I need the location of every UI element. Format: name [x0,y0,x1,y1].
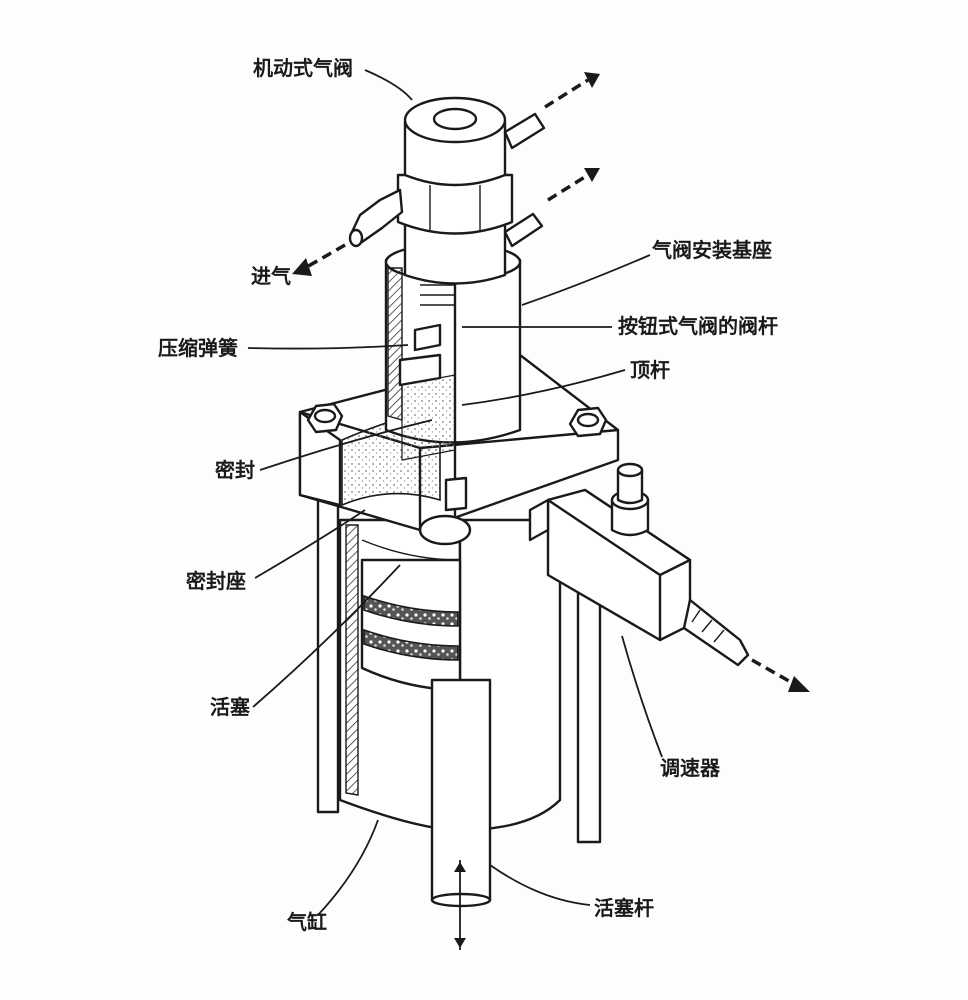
label-speed-regulator: 调速器 [660,756,720,780]
speed-regulator [528,462,750,667]
label-seal: 密封 [215,458,255,482]
label-piston: 活塞 [210,695,250,719]
label-piston-rod: 活塞杆 [594,896,654,920]
label-compression-spring: 压缩弹簧 [158,336,238,360]
flow-arrows [292,72,810,692]
label-valve-mount-base: 气阀安装基座 [652,238,772,262]
label-air-inlet: 进气 [251,264,291,288]
label-push-rod: 顶杆 [630,358,670,382]
label-button-valve-stem: 按钮式气阀的阀杆 [618,314,778,338]
leader-lines [247,69,663,916]
bolts [306,402,608,438]
mechanical-air-valve [348,96,546,285]
label-mechanical-valve: 机动式气阀 [253,56,353,80]
piston [360,558,462,692]
piston-rod [430,678,492,950]
label-seal-seat: 密封座 [186,569,246,593]
label-cylinder: 气缸 [287,910,327,934]
